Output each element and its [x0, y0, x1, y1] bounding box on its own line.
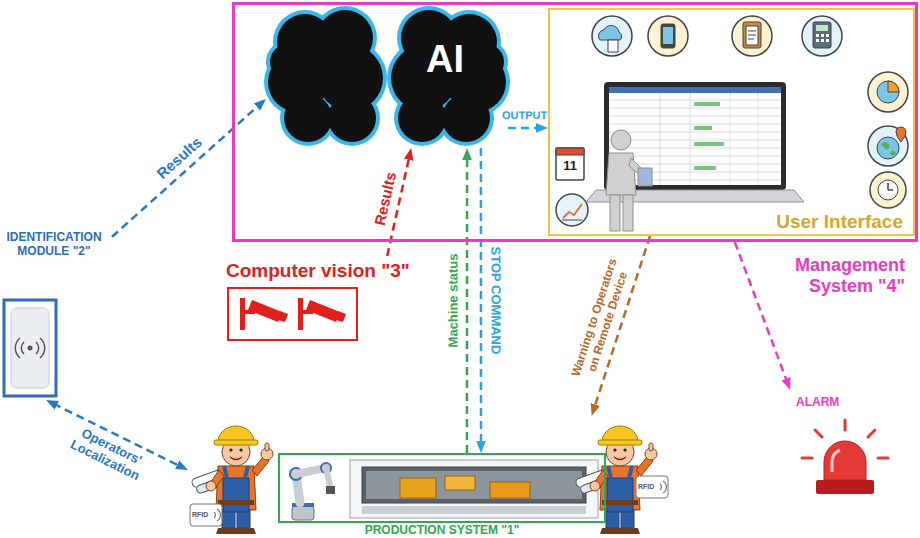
connector-label: Results	[153, 133, 205, 182]
connector-label: Machine status	[446, 254, 461, 348]
rfid-tag-text: RFID	[192, 511, 208, 519]
ai-brain: AI	[266, 8, 508, 148]
management-system-box: Management System "4"AIUser Interface	[232, 2, 918, 242]
camera-box	[228, 288, 357, 340]
ai-brain-outline	[264, 6, 510, 146]
operator-figures	[190, 426, 668, 534]
system-title: Management System "4"	[770, 255, 905, 296]
dashed-connector	[508, 127, 540, 130]
ai-brain	[268, 10, 506, 142]
dashed-connector	[112, 104, 260, 237]
panel-title: User Interface	[776, 211, 903, 233]
module-label: IDENTIFICATION MODULE "2"	[2, 230, 106, 258]
dashed-connector	[735, 242, 788, 383]
rfid-reader	[4, 300, 56, 396]
user-interface-box: User Interface	[548, 8, 915, 236]
dashed-connector	[480, 148, 483, 445]
dashed-connector	[466, 156, 469, 453]
alarm-beacon	[802, 420, 888, 494]
computer-vision-module: Computer vision "3"	[224, 256, 416, 344]
user-figure	[606, 130, 652, 231]
connector-label: Results	[371, 171, 400, 228]
rfid-tag-text: RFID	[638, 483, 654, 491]
operator: RFID	[188, 416, 284, 536]
laptop	[586, 82, 804, 202]
production-system-box: PRODUCTION SYSTEM "1"	[278, 453, 606, 523]
system-label: PRODUCTION SYSTEM "1"	[280, 524, 604, 536]
ui-icons	[556, 16, 908, 226]
alarm-label: ALARM	[796, 396, 839, 410]
alarm-node: ALARM	[786, 390, 890, 502]
connector-label: OUTPUT	[501, 109, 546, 122]
identification-module: IDENTIFICATION MODULE "2"	[2, 230, 112, 400]
calendar-day: 11	[563, 159, 577, 174]
production-machine	[290, 460, 598, 520]
operator: RFID	[572, 416, 670, 536]
connector-label: Operators' Localization	[61, 420, 155, 487]
connector-label: Warning to Operators on Remote Device	[568, 251, 636, 388]
ai-text: AI	[410, 38, 480, 82]
module-label: Computer vision "3"	[226, 260, 410, 282]
connector-label: STOP COMMAND	[487, 247, 502, 355]
